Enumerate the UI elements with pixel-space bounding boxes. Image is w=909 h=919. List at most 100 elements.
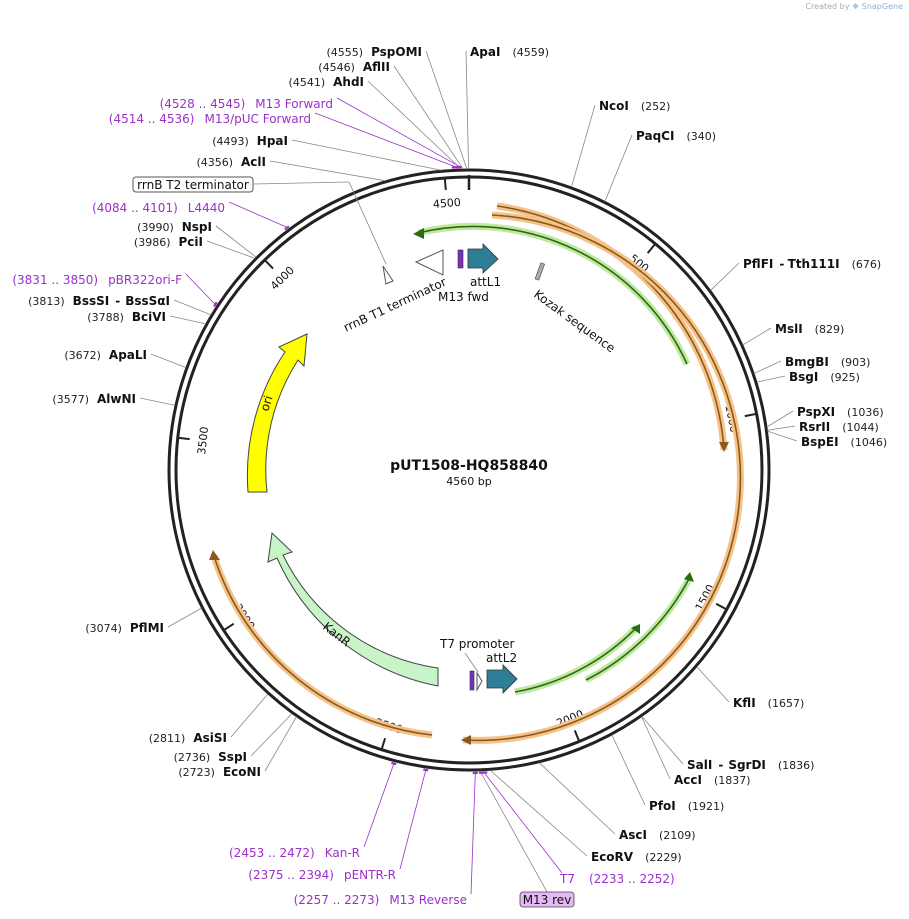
enzyme-site-alwni[interactable]: (3577)AlwNI (52, 392, 136, 406)
primer-leader (481, 773, 548, 893)
enzyme-position: (1836) (778, 759, 815, 772)
primer-t7[interactable]: T7(2233 .. 2252) (559, 872, 675, 886)
enzyme-site-acli[interactable]: (4356)AclI (196, 155, 266, 169)
primer-name: M13 Reverse (389, 893, 467, 907)
enzyme-site-bspei[interactable]: BspEI(1046) (801, 435, 887, 449)
enzyme-site-bcivi[interactable]: (3788)BciVI (87, 310, 166, 324)
enzyme-label: MslI(829) (775, 322, 844, 336)
enzyme-position: (1036) (847, 406, 884, 419)
enzyme-label: (4493)HpaI (212, 134, 288, 148)
primer-kan-r[interactable]: (2453 .. 2472)Kan-R (229, 846, 360, 860)
enzyme-label: NcoI(252) (599, 99, 670, 113)
enzyme-site-pfoi[interactable]: PfoI(1921) (649, 799, 724, 813)
enzyme-site-asisi[interactable]: (2811)AsiSI (149, 731, 227, 745)
enzyme-leader (215, 225, 257, 258)
enzyme-site-bsgi[interactable]: BsgI (925) (789, 370, 860, 384)
enzyme-site-pspxi[interactable]: PspXI(1036) (797, 405, 884, 419)
primer-pbr322ori-f[interactable]: (3831 .. 3850)pBR322ori-F (12, 273, 182, 287)
green-arc-2-head (631, 624, 640, 634)
orf-arc-3 (213, 555, 433, 736)
primer-label: (4514 .. 4536)M13/pUC Forward (109, 112, 311, 126)
enzyme-leader (611, 734, 646, 806)
primer-mark (213, 301, 218, 307)
kanr-feature (267, 531, 439, 687)
enzyme-leader (150, 353, 187, 368)
primer-leader (484, 773, 563, 874)
enzyme-name: BsgI (789, 370, 818, 384)
enzyme-position: (4546) (318, 61, 355, 74)
enzyme-site-pspomi[interactable]: (4555)PspOMI (326, 45, 422, 59)
orf-arc-1 (496, 205, 725, 451)
enzyme-site-pflfi[interactable]: PflFI-Tth111I(676) (743, 257, 881, 271)
enzyme-site-apali[interactable]: (3672)ApaLI (64, 348, 147, 362)
rrnb-t2-leader-2 (348, 181, 387, 265)
enzyme-label: ApaI(4559) (470, 45, 549, 59)
primer-m13-rev[interactable]: M13 rev (519, 891, 575, 908)
enzyme-label: PfoI(1921) (649, 799, 724, 813)
green-arc-3 (585, 576, 691, 681)
enzyme-position: (676) (852, 258, 882, 271)
primer-name: pENTR-R (344, 868, 396, 882)
primer-label: (2375 .. 2394)pENTR-R (248, 868, 396, 882)
plasmid-length: 4560 bp (446, 475, 491, 488)
primer-label: (3831 .. 3850)pBR322ori-F (12, 273, 182, 287)
primer-labels: (4528 .. 4545)M13 Forward(4514 .. 4536)M… (12, 97, 675, 908)
enzyme-site-rsrii[interactable]: RsrII(1044) (799, 420, 879, 434)
enzyme-site-apai[interactable]: ApaI(4559) (470, 45, 549, 59)
primer-m13-forward[interactable]: (4528 .. 4545)M13 Forward (160, 97, 333, 111)
enzyme-position: (3074) (85, 622, 122, 635)
enzyme-site-nspi[interactable]: (3990)NspI (137, 220, 212, 234)
tick-2000 (573, 729, 580, 741)
enzyme-site-sali[interactable]: SalI-SgrDI(1836) (687, 758, 814, 772)
primer-pentr-r[interactable]: (2375 .. 2394)pENTR-R (248, 868, 396, 882)
enzyme-site-ecorv[interactable]: EcoRV(2229) (591, 850, 682, 864)
enzyme-label: KflI(1657) (733, 696, 804, 710)
primer-m13-puc-forward[interactable]: (4514 .. 4536)M13/pUC Forward (109, 112, 311, 126)
enzyme-leader (604, 134, 633, 202)
orf-arc-1-head (719, 442, 729, 452)
enzyme-leader (393, 65, 464, 170)
enzyme-site-kfli[interactable]: KflI(1657) (733, 696, 804, 710)
enzyme-leader (742, 327, 772, 346)
primer-mark (391, 761, 397, 766)
enzyme-leader (169, 315, 206, 325)
green-arc-1 (417, 225, 688, 365)
enzyme-position: (1921) (688, 800, 725, 813)
primer-range: (4514 .. 4536) (109, 112, 195, 126)
primer-l4440[interactable]: (4084 .. 4101)L4440 (92, 201, 225, 215)
enzyme-site-aflii[interactable]: (4546) AflII (318, 60, 390, 74)
enzyme-site-pcii[interactable]: (3986)PciI (134, 235, 203, 249)
enzyme-label: RsrII(1044) (799, 420, 879, 434)
enzyme-position: (903) (841, 356, 871, 369)
enzyme-name: AflII (363, 60, 390, 74)
enzyme-site-ahdi[interactable]: (4541)AhdI (289, 75, 364, 89)
enzyme-position: (2736) (174, 751, 211, 764)
enzyme-site-bmgbi[interactable]: BmgBI(903) (785, 355, 870, 369)
enzyme-label: (2723)EcoNI (178, 765, 261, 779)
enzyme-label: PspXI(1036) (797, 405, 884, 419)
green-arcs (413, 223, 694, 696)
tick-2500 (380, 737, 387, 749)
enzyme-site-bsssi[interactable]: (3813)BssSI-BssSαI (28, 294, 170, 308)
enzyme-site-pflmi[interactable]: (3074)PflMI (85, 621, 164, 635)
enzyme-site-acci[interactable]: AccI(1837) (674, 773, 751, 787)
enzyme-site-econi[interactable]: (2723)EcoNI (178, 765, 261, 779)
enzyme-site-asci[interactable]: AscI(2109) (619, 828, 696, 842)
enzyme-leader (139, 397, 176, 406)
enzyme-label: (2811)AsiSI (149, 731, 227, 745)
enzyme-leader (465, 50, 469, 170)
primer-range: (4084 .. 4101) (92, 201, 178, 215)
primer-mark (423, 768, 429, 772)
enzyme-site-paqci[interactable]: PaqCI(340) (636, 129, 716, 143)
primer-m13-reverse[interactable]: (2257 .. 2273)M13 Reverse (294, 893, 467, 907)
enzyme-position: (925) (830, 371, 860, 384)
enzyme-name-2: Tth111I (788, 257, 840, 271)
tick-label-4500: 4500 (432, 196, 461, 211)
enzyme-site-sspi[interactable]: (2736)SspI (174, 750, 247, 764)
enzyme-site-hpai[interactable]: (4493)HpaI (212, 134, 288, 148)
enzyme-site-msli[interactable]: MslI(829) (775, 322, 844, 336)
attl1-label: attL1 (470, 275, 501, 289)
enzyme-name: EcoNI (223, 765, 261, 779)
enzyme-site-ncoi[interactable]: NcoI(252) (599, 99, 670, 113)
tick-3500 (178, 436, 190, 441)
